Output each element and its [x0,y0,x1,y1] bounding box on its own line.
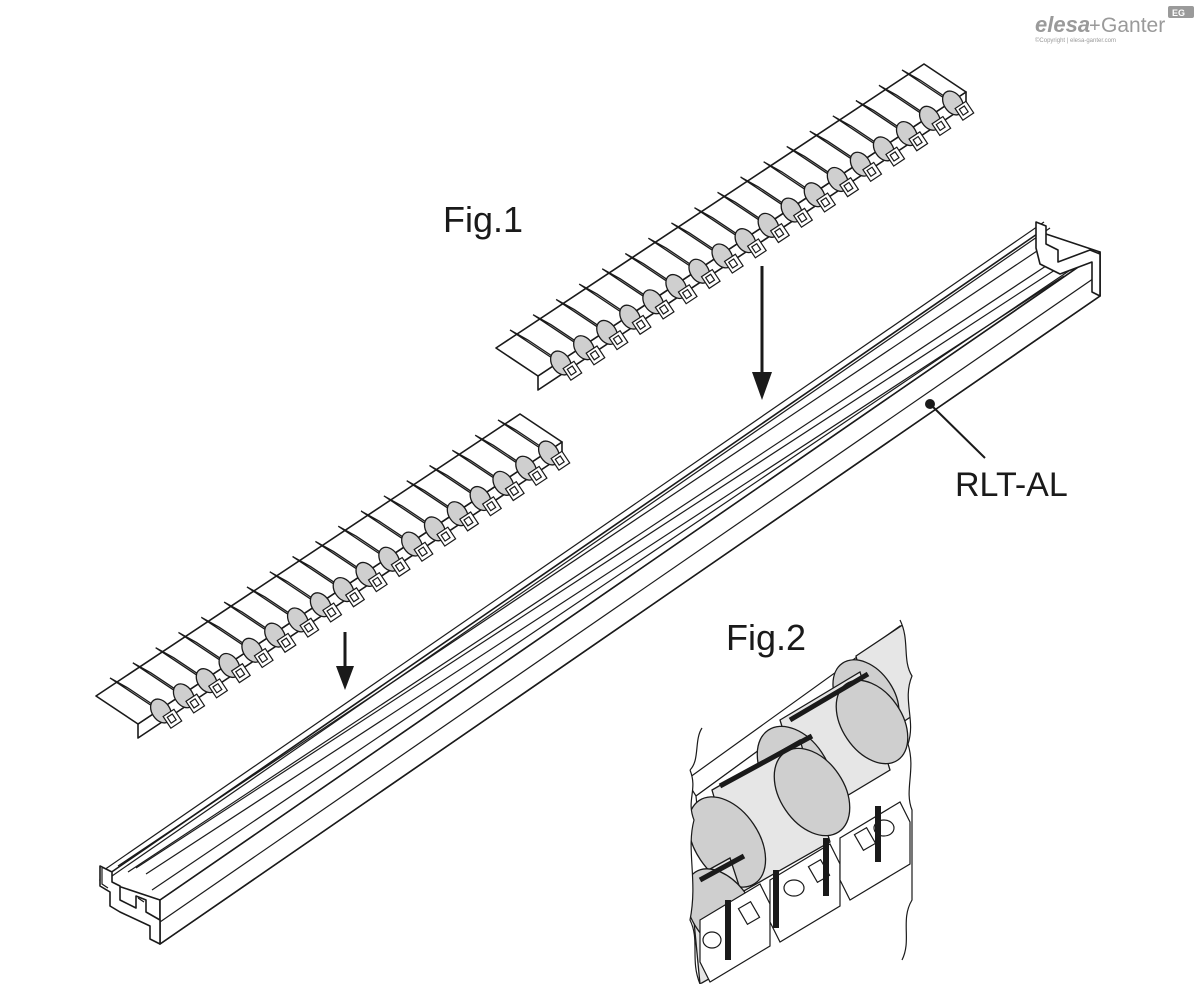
upper-strip-frame-top [495,63,967,377]
lower-strip-roller [315,540,388,593]
upper-strip-roller [555,298,629,351]
arrow-upper [752,266,772,400]
rail-label: RLT-AL [955,466,1068,504]
lower-strip-roller [383,495,457,547]
lower-strip-roller [429,464,503,517]
lower-strip-roller [132,662,206,714]
upper-strip-roller [671,222,744,274]
lower-strip-frame-top [95,413,563,725]
logo-copyright-text: ©Copyright | elesa-ganter.com [1035,37,1116,44]
roller-strip-upper [495,63,975,391]
lower-strip-roller [360,510,434,563]
upper-strip-roller [509,329,583,381]
callout-leader-line [929,403,986,459]
lower-strip-roller [474,434,548,487]
upper-strip-roller [694,207,768,259]
rail-profile [99,221,1101,945]
lower-strip-roller [497,419,571,471]
upper-strip-roller [532,314,606,366]
lower-strip-roller [109,677,183,729]
logo-badge-text: EG [1172,8,1185,18]
upper-strip-roller [809,130,883,183]
upper-strip-roller [717,191,791,244]
upper-strip-roller [786,145,860,198]
upper-strip-roller [832,115,906,167]
lower-strip-roller [292,556,366,608]
rail-callout: RLT-AL [925,399,1068,504]
lower-strip-roller [451,449,525,502]
brand-logo: elesa + Ganter EG ©Copyright | elesa-gan… [1035,6,1194,44]
upper-strip-roller [647,237,721,290]
upper-strip-roller [578,283,652,336]
upper-strip-roller [855,100,929,152]
logo-plus-text: + [1089,15,1101,37]
upper-strip-roller [901,69,975,121]
logo-brand-text: elesa [1035,12,1090,37]
lower-strip-roller [155,647,229,699]
upper-strip-roller [624,252,698,305]
logo-brand2-text: Ganter [1101,14,1165,37]
lower-strip-roller [406,480,480,532]
logo-badge [1168,6,1194,18]
detail-view [689,619,913,984]
fig1-label: Fig.1 [443,199,523,240]
lower-strip-roller [200,616,274,669]
lower-strip-roller [269,571,343,623]
lower-strip-roller [223,601,297,654]
detail-roller-3 [690,739,851,893]
upper-strip-roller [763,161,837,213]
lower-strip-roller [246,586,320,638]
upper-strip-roller [601,268,675,320]
lower-strip-roller [178,631,252,684]
roller-strip-lower [95,413,571,739]
upper-strip-roller [878,84,952,137]
lower-strip-roller [337,525,411,578]
arrow-lower [336,632,354,690]
fig2-label: Fig.2 [726,617,806,658]
upper-strip-roller [740,176,814,229]
